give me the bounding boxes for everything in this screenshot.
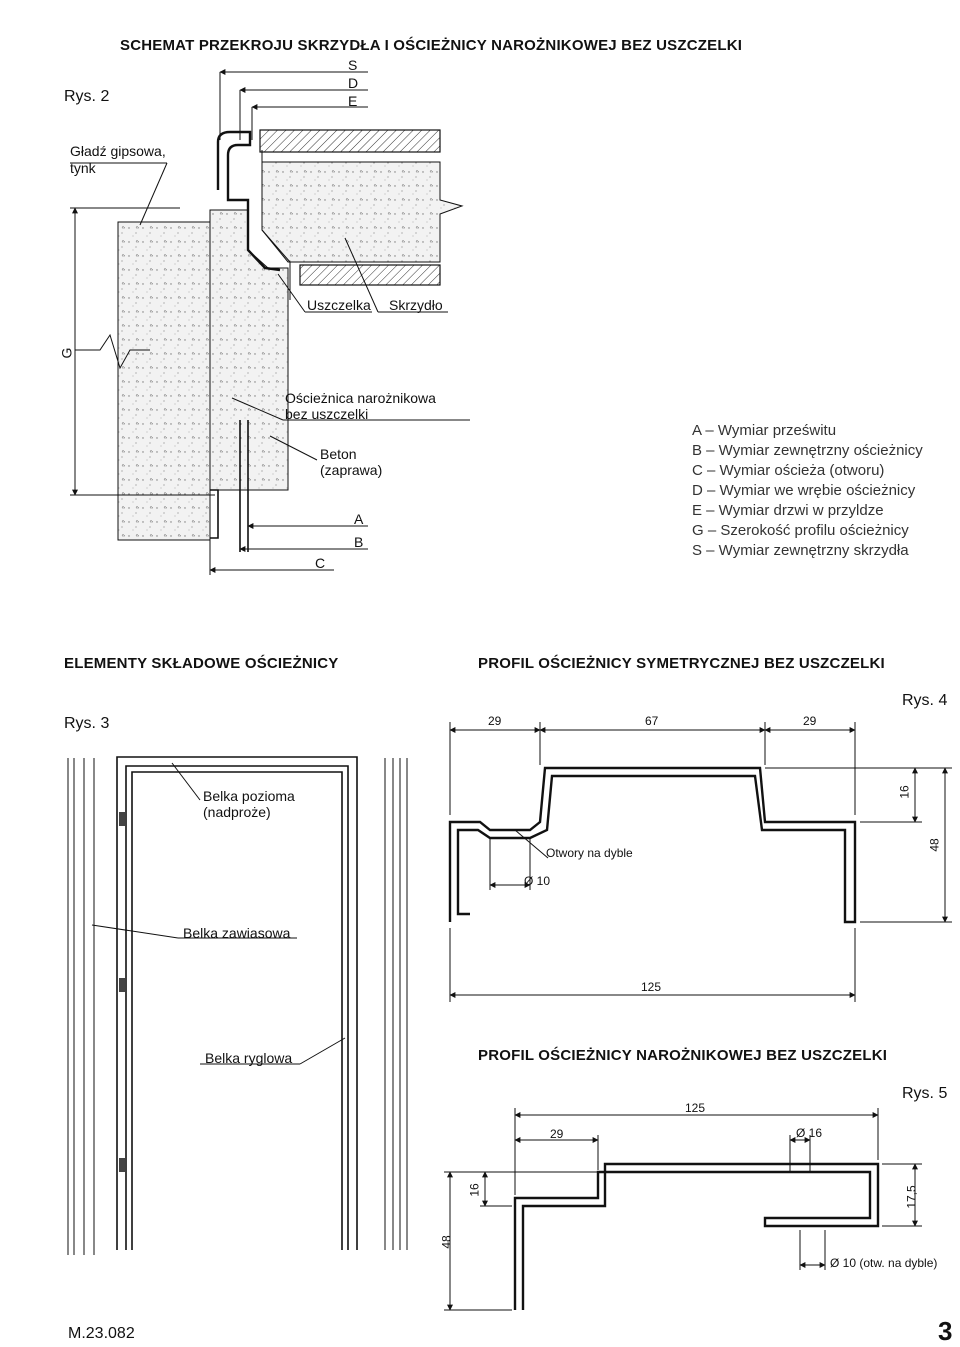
legend-item-c: C – Wymiar ościeża (otworu) [692, 462, 885, 479]
label-s: S [348, 57, 358, 73]
symmetric-profile [448, 766, 857, 924]
label-skrzydlo: Skrzydło [389, 297, 443, 313]
door-leaf-core [261, 161, 464, 263]
label-b: B [354, 534, 364, 550]
hinge-1 [119, 812, 125, 826]
corner-profile [513, 1162, 880, 1310]
rys5-profile-drawing [444, 1108, 922, 1311]
rys2-section-drawing [70, 69, 470, 575]
label-gladz: Gładź gipsowa, [70, 143, 166, 159]
label-uszczelka: Uszczelka [307, 297, 371, 313]
frame-lower-flange [210, 489, 219, 539]
dim4-125: 125 [641, 980, 662, 994]
dim4-67: 67 [645, 714, 659, 728]
label-belka-zawiasowa: Belka zawiasowa [183, 925, 291, 941]
label-g: G [58, 347, 75, 359]
dim4-29-right: 29 [803, 714, 817, 728]
label-belka-ryglowa: Belka ryglowa [205, 1050, 293, 1066]
label-fi10-dyble: Ø 10 (otw. na dyble) [830, 1256, 938, 1270]
dim5-125: 125 [685, 1101, 706, 1115]
legend-item-a: A – Wymiar prześwitu [692, 422, 837, 439]
dim5-48: 48 [439, 1235, 454, 1249]
door-frame-u [116, 756, 358, 1250]
leader-pozioma [171, 762, 201, 801]
dim5-16: 16 [467, 1183, 482, 1197]
rys3-figure-label: Rys. 3 [64, 715, 110, 732]
label-d: D [348, 75, 359, 91]
dim4-48: 48 [927, 838, 942, 852]
rys2-title: SCHEMAT PRZEKROJU SKRZYDŁA I OŚCIEŻNICY … [120, 37, 743, 54]
legend-item-g: G – Szerokość profilu ościeżnicy [692, 522, 909, 539]
label-tynk: tynk [70, 160, 96, 176]
wall-concrete [117, 221, 211, 541]
page-number: 3 [938, 1316, 953, 1346]
label-oscieznica-1: Ościeżnica narożnikowa [285, 390, 436, 406]
rys2-figure-label: Rys. 2 [64, 88, 110, 105]
legend-item-b: B – Wymiar zewnętrzny ościeżnicy [692, 442, 923, 459]
label-otwory: Otwory na dyble [546, 846, 633, 860]
break-line [75, 333, 150, 370]
rys5-title: PROFIL OŚCIEŻNICY NAROŻNIKOWEJ BEZ USZCZ… [478, 1047, 888, 1064]
legend-item-d: D – Wymiar we wrębie ościeżnicy [692, 482, 916, 499]
dim5-29: 29 [550, 1127, 564, 1141]
leaf-edge [261, 150, 291, 300]
dim5-fi16: Ø 16 [796, 1126, 823, 1140]
leader-zawiasowa [91, 924, 179, 939]
rys4-figure-label: Rys. 4 [902, 692, 948, 709]
label-zaprawa: (zaprawa) [320, 462, 383, 478]
label-c: C [315, 555, 326, 571]
hinge-2 [119, 978, 125, 992]
label-a: A [354, 511, 364, 527]
leaf-top-hatch [259, 129, 441, 153]
leader-oscieznica [231, 397, 284, 421]
rys3-title: ELEMENTY SKŁADOWE OŚCIEŻNICY [64, 655, 339, 672]
leader-ryglowa [299, 1037, 346, 1065]
leaf-bottom-hatch [299, 264, 441, 286]
leader-uszczelka [277, 273, 306, 313]
footer-code: M.23.082 [68, 1325, 135, 1342]
leader-otwory [514, 829, 549, 859]
label-beton: Beton [320, 446, 357, 462]
label-belka-pozioma: Belka pozioma [203, 788, 295, 804]
label-nadproze: (nadproże) [203, 804, 271, 820]
legend-item-e: E – Wymiar drzwi w przyldze [692, 502, 884, 519]
rys3-frame-drawing [67, 756, 408, 1255]
rys5-figure-label: Rys. 5 [902, 1085, 948, 1102]
leader-skrzydlo [344, 237, 379, 313]
label-e: E [348, 93, 358, 109]
dim4-29-left: 29 [488, 714, 502, 728]
label-fi10: Ø 10 [524, 874, 551, 888]
dim5-175: 17,5 [904, 1185, 919, 1209]
leader-beton [269, 435, 318, 461]
rys4-title: PROFIL OŚCIEŻNICY SYMETRYCZNEJ BEZ USZCZ… [478, 655, 885, 672]
rys2-legend: A – Wymiar prześwitu B – Wymiar zewnętrz… [692, 421, 923, 561]
leader-gladz [139, 162, 168, 226]
rys4-profile-drawing [448, 722, 952, 1002]
dim4-16: 16 [897, 785, 912, 799]
label-oscieznica-2: bez uszczelki [285, 406, 369, 422]
legend-item-s: S – Wymiar zewnętrzny skrzydła [692, 542, 909, 559]
dowel-hole-lines [489, 838, 531, 890]
hinge-3 [119, 1158, 125, 1172]
